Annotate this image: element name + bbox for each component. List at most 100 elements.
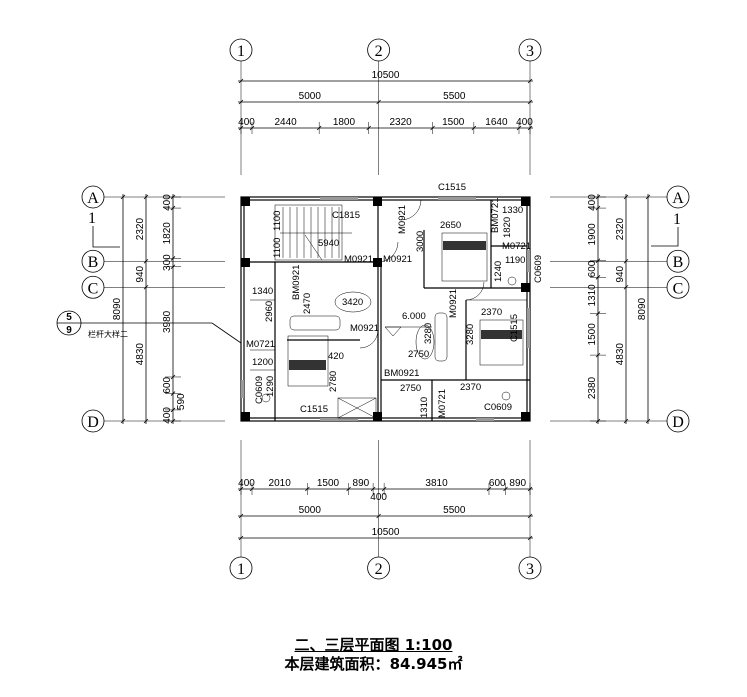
dimension-value: 300 — [162, 254, 173, 271]
window-label: C1515 — [438, 182, 466, 193]
door-label: M0921 — [448, 289, 459, 318]
dimension-value: 1500 — [442, 117, 465, 128]
door-label: BM0721 — [490, 198, 501, 233]
axis-bubble — [229, 556, 253, 580]
dimension-label: 1100 — [272, 238, 283, 258]
window-label: C1815 — [332, 210, 360, 221]
axis-label-D: D — [672, 414, 684, 431]
axis-label-2: 2 — [375, 43, 383, 60]
axis-bubble — [666, 249, 690, 273]
axis-label-C: C — [88, 280, 99, 297]
dimension-value: 940 — [135, 265, 146, 282]
drawing-scale: 1:100 — [404, 636, 453, 654]
axis-bubble — [81, 409, 105, 433]
dimension-value: 1900 — [587, 223, 598, 246]
window-label: C0609 — [533, 255, 544, 283]
axis-bubble — [81, 249, 105, 273]
windows — [241, 197, 530, 421]
axis-bubble — [367, 556, 391, 580]
level-mark — [384, 326, 432, 337]
dimension-value: 940 — [615, 265, 626, 282]
dimension-value: 2320 — [615, 218, 626, 241]
dimension-label: 1330 — [502, 205, 523, 216]
dimension-value: 10500 — [372, 70, 400, 81]
axis-bubble — [666, 409, 690, 433]
axis-bubble — [666, 275, 690, 299]
columns — [241, 197, 530, 421]
dimension-value: 5000 — [299, 91, 322, 102]
dimension-value: 5000 — [299, 505, 322, 516]
floor-area-label: 本层建筑面积： — [284, 655, 390, 673]
door-label: BM0921 — [384, 368, 419, 379]
dimension-label: 5940 — [318, 238, 339, 249]
floor-area: 本层建筑面积：84.945㎡ — [0, 653, 747, 674]
dimension-label: 1240 — [493, 261, 504, 282]
dimension-label: 2750 — [408, 349, 429, 360]
dimension-value: 3810 — [425, 478, 448, 489]
axis-bubble — [666, 185, 690, 209]
window-label: C1515 — [509, 314, 520, 342]
dimension-label: 3280 — [465, 324, 476, 345]
door-label: M0921 — [350, 323, 379, 334]
dimension-label: 2650 — [440, 220, 461, 231]
dimension-value: 1500 — [587, 323, 598, 346]
floor-area-value: 84.945㎡ — [389, 655, 463, 673]
dimension-value: 590 — [176, 393, 187, 410]
axis-label-3: 3 — [526, 561, 534, 578]
dimension-label: 2750 — [400, 383, 421, 394]
svg-text:1: 1 — [673, 211, 681, 228]
axis-bubble — [518, 556, 542, 580]
level-label: 6.000 — [402, 311, 426, 322]
dimension-label: 2370 — [460, 382, 481, 393]
door-label: M0921 — [397, 205, 408, 234]
window-label: C0609 — [484, 402, 512, 413]
dimension-value: 8090 — [112, 297, 123, 320]
dimension-value: 10500 — [372, 527, 400, 538]
dimension-value: 2440 — [274, 117, 297, 128]
dimension-label: 1100 — [272, 211, 283, 231]
door-label: M0721 — [502, 241, 531, 252]
dimension-label: 420 — [328, 351, 344, 362]
axis-label-2: 2 — [375, 561, 383, 578]
door-label: M0721 — [246, 339, 275, 350]
window-label: C1515 — [300, 404, 328, 415]
axis-bubble — [367, 38, 391, 62]
section-mark-right: 1 — [651, 211, 681, 247]
dimension-value: 400 — [162, 194, 173, 211]
furniture — [261, 232, 524, 419]
dimension-value: 400 — [238, 117, 255, 128]
dimension-value: 1500 — [317, 478, 340, 489]
dimension-value: 400 — [587, 194, 598, 211]
dimension-value: 890 — [509, 478, 526, 489]
axis-label-3: 3 — [526, 43, 534, 60]
dimension-label: 1200 — [252, 357, 273, 368]
dimension-label: 1190 — [505, 255, 525, 266]
axis-label-B: B — [673, 254, 684, 271]
svg-text:栏杆大样二: 栏杆大样二 — [88, 329, 128, 339]
dimension-value: 400 — [162, 407, 173, 424]
dimension-label: 1310 — [419, 397, 430, 418]
plan-labels: C1515 C1815 1100 1100 5940 M0921 2650 BM… — [246, 182, 544, 418]
dimension-value: 600 — [587, 260, 598, 277]
svg-text:5: 5 — [66, 312, 72, 323]
drawing-title: 二、三层平面图 1:100 — [0, 634, 747, 655]
dimension-value: 400 — [238, 478, 255, 489]
axis-label-A: A — [672, 190, 684, 207]
dimension-label: 1340 — [252, 286, 273, 297]
dimension-label: 2960 — [264, 301, 275, 322]
dimension-value: 890 — [353, 478, 370, 489]
door-label: M0921 — [344, 254, 373, 265]
dimension-value: 2320 — [390, 117, 413, 128]
axis-label-D: D — [87, 414, 99, 431]
door-swings — [359, 199, 485, 349]
axis-label-C: C — [673, 280, 684, 297]
dimension-value: 400 — [516, 117, 533, 128]
svg-text:1: 1 — [88, 210, 96, 227]
dimension-value: 5500 — [443, 505, 466, 516]
window-label: C0609 — [254, 376, 265, 404]
dimension-value: 2010 — [269, 478, 292, 489]
section-mark-left: 1 — [88, 210, 120, 248]
